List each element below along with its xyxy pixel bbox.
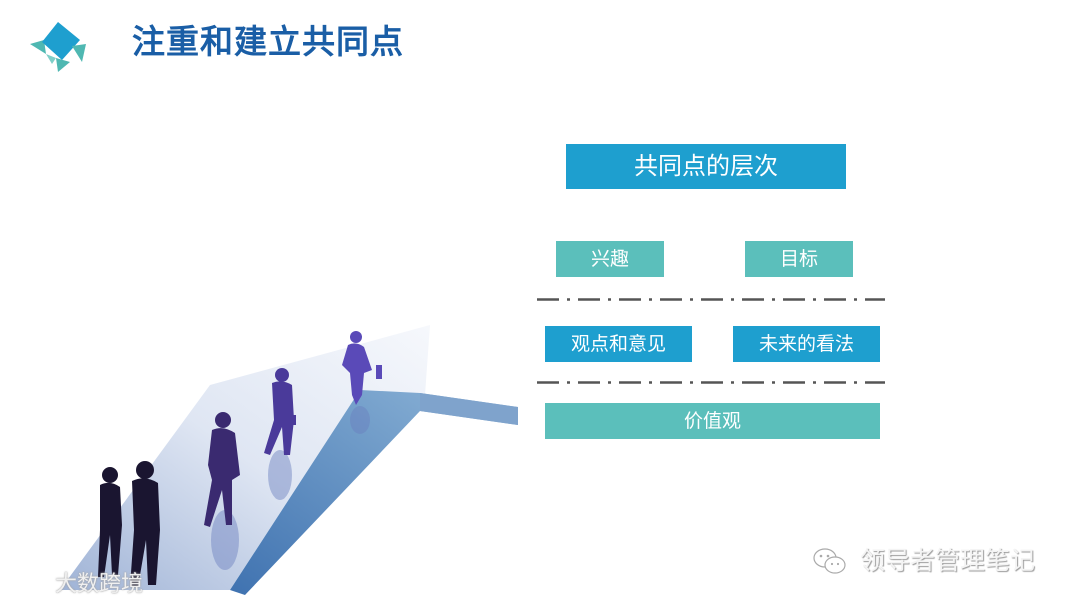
level-box-interest: 兴趣 bbox=[556, 241, 664, 277]
common-ground-levels-header: 共同点的层次 bbox=[566, 144, 846, 189]
dash-dot-divider bbox=[537, 298, 885, 301]
walking-people-arrow-illustration bbox=[60, 325, 518, 595]
watermark-left-text: 大数跨境 bbox=[55, 572, 144, 597]
origami-fish-logo-icon bbox=[30, 22, 86, 72]
level-box-values: 价值观 bbox=[545, 403, 880, 439]
watermark-right: 领导者管理笔记 bbox=[812, 543, 1035, 579]
level-box-opinions: 观点和意见 bbox=[545, 326, 692, 362]
watermark-left: 大数跨境 bbox=[8, 570, 143, 600]
wechat-icon bbox=[813, 548, 846, 574]
slide-title: 注重和建立共同点 bbox=[132, 22, 404, 61]
level-box-goal: 目标 bbox=[745, 241, 853, 277]
dash-dot-divider bbox=[537, 381, 885, 384]
level-box-future-views: 未来的看法 bbox=[733, 326, 880, 362]
watermark-right-text: 领导者管理笔记 bbox=[859, 546, 1035, 575]
kuajing-logo-icon bbox=[10, 576, 45, 594]
